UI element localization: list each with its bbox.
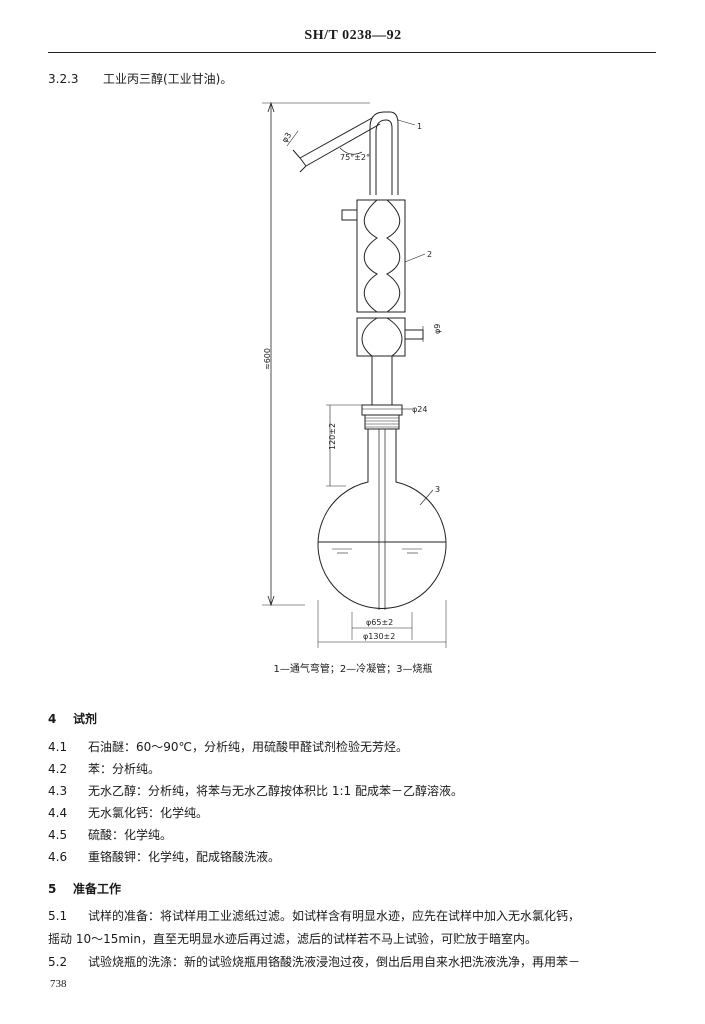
section-3-2-3-text: 工业丙三醇(工业甘油)。 [103,72,233,86]
section-5-heading: 5 准备工作 [48,880,121,897]
standard-code-header: SH/T 0238—92 [304,28,402,43]
callout-phi3: φ3 [280,131,293,145]
callout-2: 2 [427,250,432,259]
vent-tube [369,111,399,195]
tube-dimension: φ9 [433,324,442,334]
diameter-dimension: φ130±2 [363,632,395,641]
height-dimension: ≈600 [263,348,272,370]
section-5-title: 准备工作 [73,882,122,896]
condenser-bulbs [363,199,378,313]
section-4-heading: 4 试剂 [48,710,97,727]
section-3-2-3: 3.2.3 工业丙三醇(工业甘油)。 [48,70,232,87]
header-rule [48,52,656,53]
section-4-title: 试剂 [73,712,98,726]
condenser-jacket [356,199,406,313]
bottom-dimension: φ65±2 [366,618,393,627]
callout-3: 3 [435,485,440,494]
joint-dimension: φ24 [412,405,427,414]
figure-caption: 1—通气弯管；2—冷凝管；3—烧瓶 [273,664,433,675]
apparatus-figure: 75°±2° 1 2 3 φ3 ≈600 120±2 φ24 φ9 φ65±2 … [262,101,447,648]
page-number: 738 [50,978,67,990]
ground-joint [361,404,403,416]
angle-label: 75°±2° [340,153,370,162]
section-5-number: 5 [48,882,57,896]
callout-1: 1 [417,122,422,131]
section-4-number: 4 [48,712,57,726]
round-flask [317,429,447,609]
section-3-2-3-number: 3.2.3 [48,72,79,86]
neck-dimension: 120±2 [328,423,337,450]
